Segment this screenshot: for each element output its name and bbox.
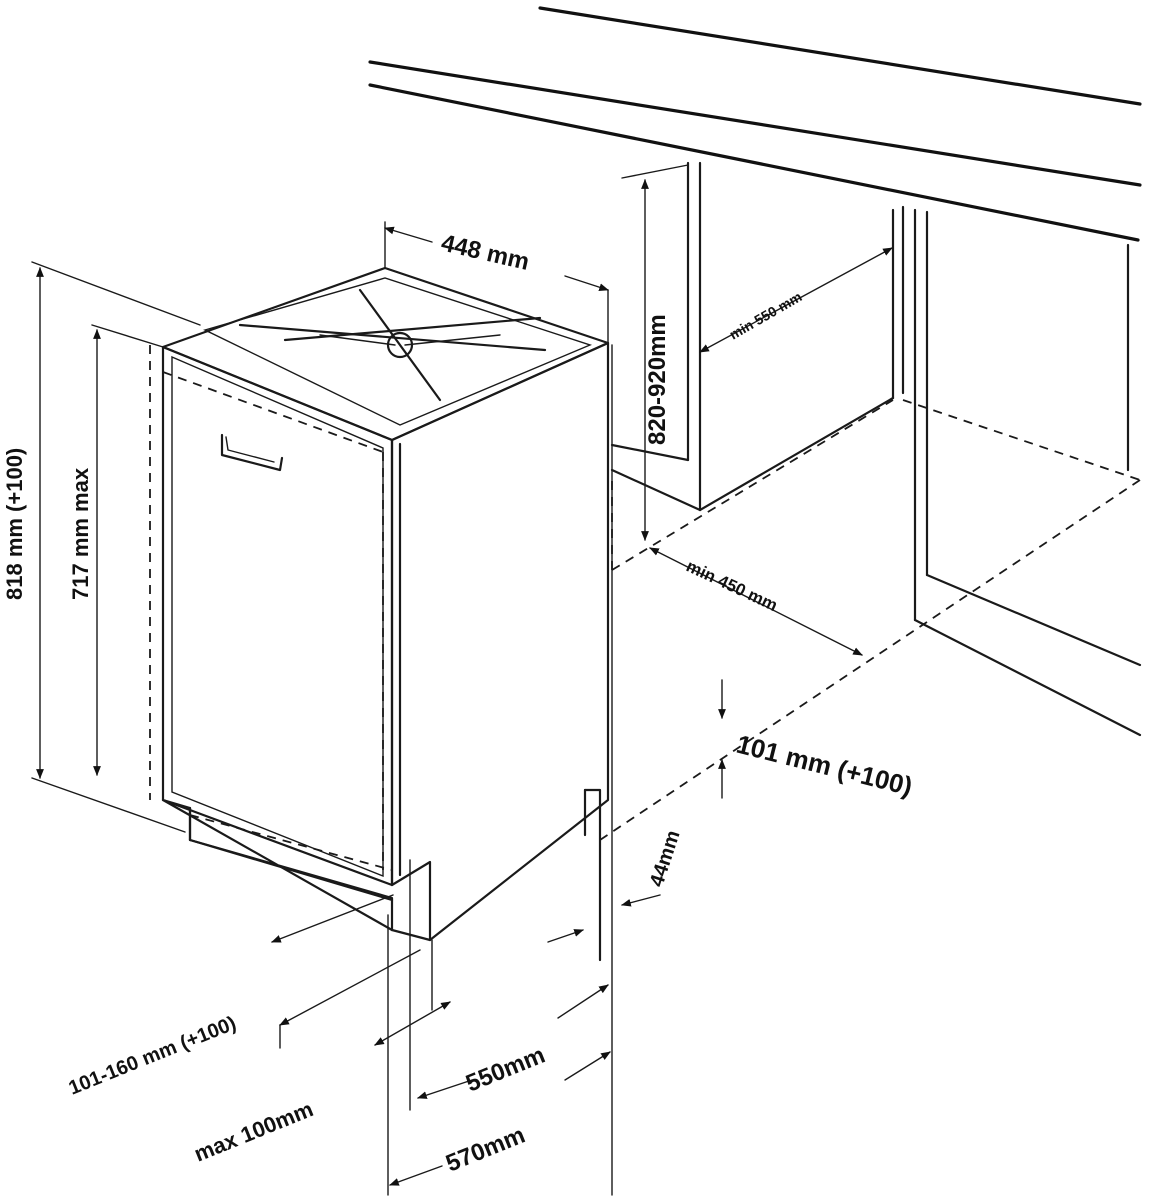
label-820-920: 820-920mm	[644, 314, 671, 445]
label-570: 570mm	[442, 1122, 529, 1178]
label-101-right: 101 mm (+100)	[734, 729, 916, 802]
label-min-550: min 550 mm	[727, 288, 805, 342]
label-max-100: max 100mm	[191, 1096, 317, 1166]
label-717: 717 mm max	[68, 467, 93, 600]
countertop	[368, 6, 1142, 242]
label-448: 448 mm	[439, 230, 532, 276]
label-550: 550mm	[462, 1042, 549, 1098]
label-101-160: 101-160 mm (+100)	[66, 1012, 240, 1099]
dishwasher-body	[149, 266, 610, 962]
dimension-labels: 448 mm 818 mm (+100) 717 mm max 820-920m…	[2, 230, 915, 1178]
label-44: 44mm	[646, 828, 685, 890]
left-cabinet	[610, 161, 905, 512]
right-cabinet	[913, 208, 1142, 737]
label-818: 818 mm (+100)	[2, 448, 27, 600]
floor-outline	[599, 399, 1141, 841]
label-min-450: min 450 mm	[683, 556, 780, 615]
dimension-lines	[31, 164, 893, 1196]
